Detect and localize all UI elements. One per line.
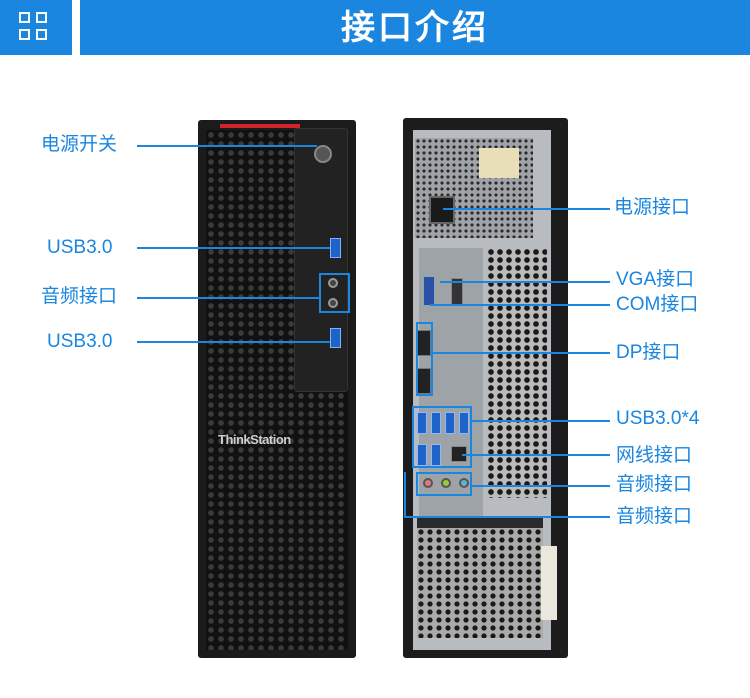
callout-line-front-audio	[137, 297, 319, 299]
mic-jack	[423, 478, 433, 488]
callout-line-audio-2	[404, 516, 610, 518]
label-power-port: 电源接口	[614, 197, 691, 218]
label-front-audio: 音频接口	[41, 286, 118, 307]
rear-bottom-vent	[417, 528, 543, 638]
power-socket	[429, 196, 455, 224]
label-com: COM接口	[616, 294, 699, 315]
rear-usb-1	[417, 412, 427, 434]
label-audio-1: 音频接口	[616, 474, 693, 495]
callout-line-dp	[431, 352, 610, 354]
callout-vline-audio-2	[404, 472, 406, 518]
callout-line-usb-top	[137, 247, 330, 249]
label-power-switch: 电源开关	[41, 134, 118, 155]
callout-box-dp	[416, 322, 433, 396]
grid-icon	[19, 12, 51, 44]
label-rear-usb: USB3.0*4	[616, 408, 700, 429]
front-tower-image: ThinkStation	[198, 120, 356, 658]
callout-line-power-port	[443, 208, 610, 210]
power-button-icon	[314, 145, 332, 163]
rear-vent	[487, 248, 547, 498]
header-bar: 接口介绍	[80, 0, 750, 55]
front-io-panel	[294, 128, 348, 392]
line-in-jack	[459, 478, 469, 488]
psu-label-sticker	[479, 148, 519, 178]
front-headphone-jack	[328, 278, 338, 288]
callout-line-audio-1	[470, 485, 610, 487]
front-usb-bottom-port	[330, 328, 341, 348]
brand-strip	[220, 124, 300, 128]
rear-usb-2	[431, 412, 441, 434]
callout-line-rear-usb	[472, 420, 610, 422]
line-out-jack	[441, 478, 451, 488]
rear-tower-image	[403, 118, 568, 658]
rear-usb-6	[431, 444, 441, 466]
label-usb-bottom: USB3.0	[47, 331, 113, 352]
rear-usb-5	[417, 444, 427, 466]
callout-line-lan	[462, 454, 610, 456]
callout-line-com	[430, 304, 610, 306]
label-audio-2: 音频接口	[616, 506, 693, 527]
rear-usb-4	[459, 412, 469, 434]
front-usb-top-port	[330, 238, 341, 258]
label-usb-top: USB3.0	[47, 237, 113, 258]
front-brand-logo: ThinkStation	[218, 432, 291, 447]
front-mic-jack	[328, 298, 338, 308]
callout-line-usb-bottom	[137, 341, 330, 343]
callout-box-front-audio	[319, 273, 350, 313]
page-title: 接口介绍	[341, 9, 489, 47]
callout-line-power-switch	[137, 145, 317, 147]
serial-sticker	[541, 546, 557, 620]
label-dp: DP接口	[616, 342, 681, 363]
rear-usb-3	[445, 412, 455, 434]
callout-box-rear-audio	[416, 472, 472, 496]
label-vga: VGA接口	[616, 269, 695, 290]
menu-grid-button[interactable]	[0, 0, 72, 55]
callout-box-rear-usb	[412, 406, 472, 468]
label-lan: 网线接口	[616, 445, 693, 466]
vga-port	[423, 276, 435, 306]
callout-line-vga	[440, 281, 610, 283]
